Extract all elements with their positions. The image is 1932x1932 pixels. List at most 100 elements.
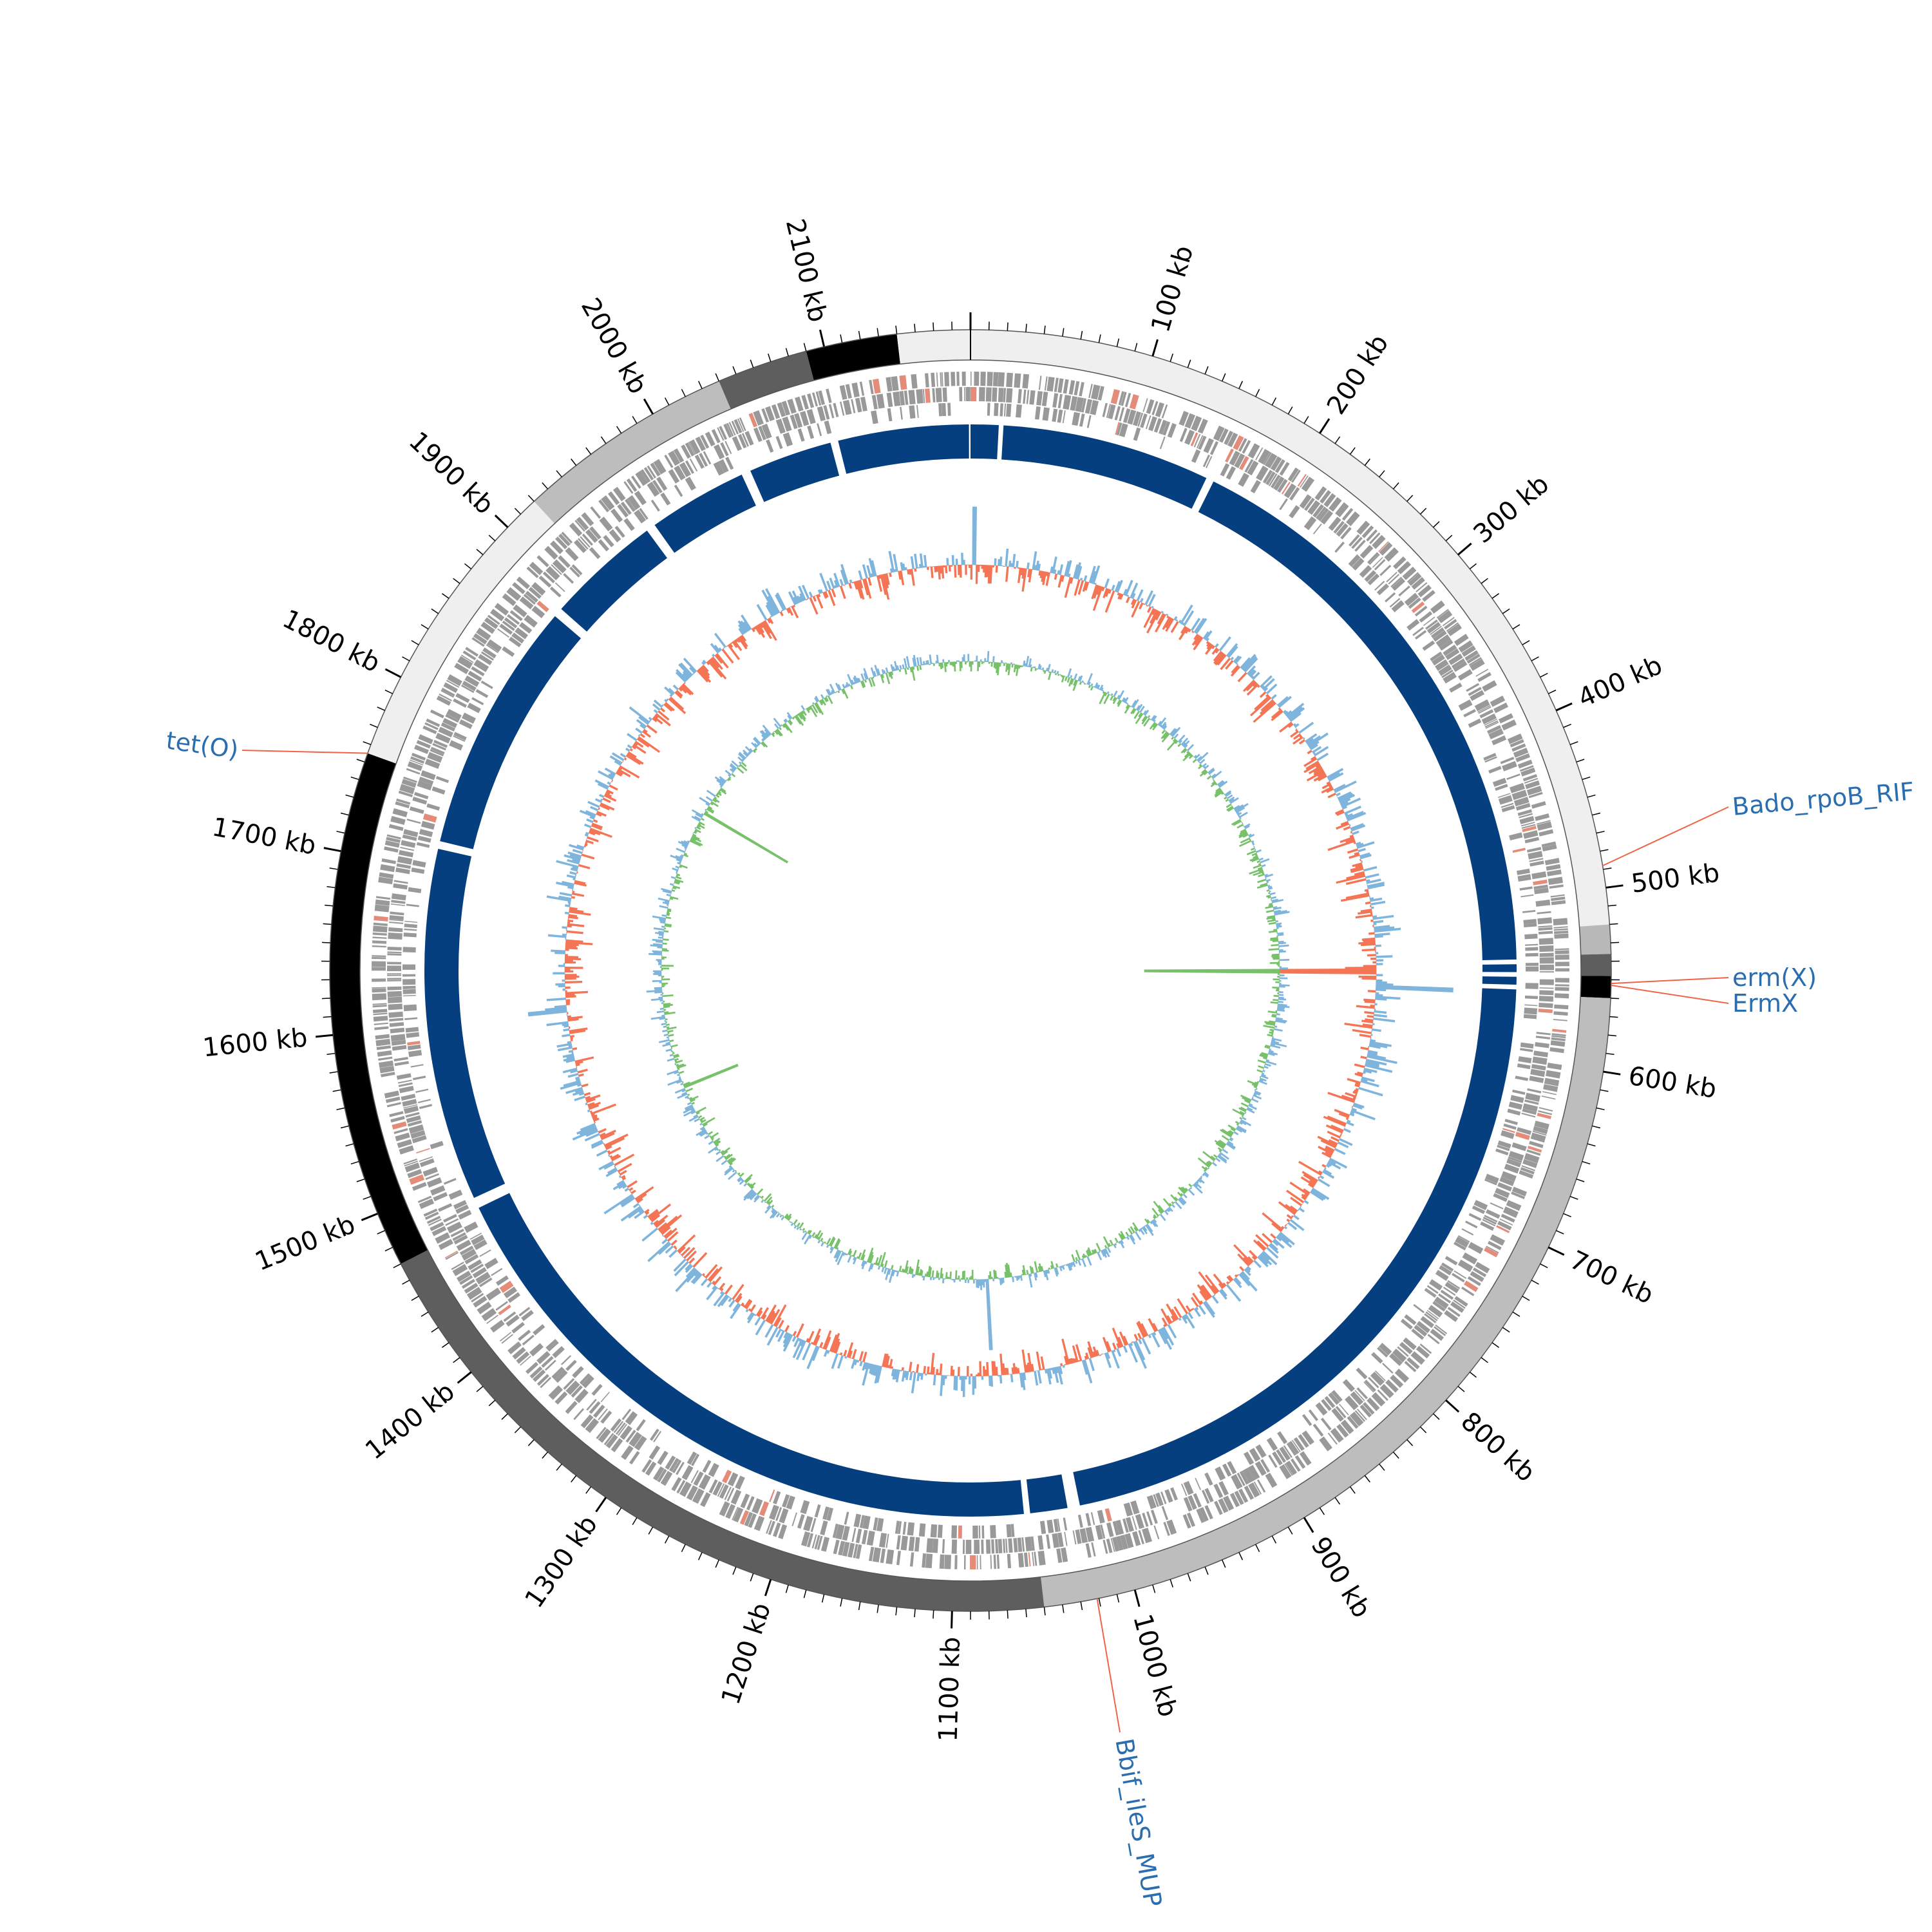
gene-feature (1495, 1188, 1510, 1198)
gene-feature (1495, 1148, 1509, 1156)
minor-tick (1512, 624, 1520, 630)
gene-feature (509, 610, 523, 621)
minor-tick (1134, 343, 1138, 352)
gene-feature (1479, 709, 1494, 719)
tick-label: 1800 kb (278, 604, 384, 679)
gene-feature (1213, 425, 1225, 441)
gene-feature (486, 644, 499, 654)
gene-feature (712, 1481, 723, 1496)
gene-feature (717, 1483, 725, 1497)
gene-feature (725, 457, 734, 470)
gene-feature (607, 491, 620, 506)
gene-feature (1110, 1538, 1115, 1552)
tick-label: 300 kb (1468, 469, 1555, 549)
gene-feature (734, 419, 743, 433)
gene-feature (954, 1555, 958, 1569)
minor-tick (681, 1544, 686, 1553)
gene-feature (404, 1160, 418, 1167)
gene-feature (417, 835, 431, 843)
gene-feature (872, 379, 881, 394)
gene-feature (822, 1506, 830, 1520)
gene-feature (1164, 1489, 1173, 1503)
minor-tick (664, 1535, 670, 1544)
gene-feature (1438, 664, 1452, 676)
gene-feature (1062, 410, 1066, 424)
gene-feature (432, 743, 446, 751)
gene-feature (689, 439, 701, 455)
gene-feature (1398, 585, 1410, 597)
gene-feature (1203, 438, 1214, 453)
minor-tick (697, 1552, 703, 1560)
gene-feature (1434, 1296, 1449, 1309)
gene-feature (679, 462, 692, 478)
gene-feature (719, 1501, 730, 1517)
amr-gene-label: Bbif_ileS_MUP (1110, 1736, 1167, 1909)
gene-feature (817, 1535, 823, 1550)
gene-feature (1123, 1502, 1133, 1517)
minor-tick (1469, 563, 1477, 570)
gene-feature (752, 1498, 763, 1514)
gene-feature (1532, 1056, 1548, 1065)
gene-feature (685, 460, 695, 474)
minor-tick (1582, 776, 1591, 781)
gene-feature (521, 1310, 534, 1321)
gene-feature (468, 670, 482, 682)
major-tick (595, 1497, 607, 1513)
gene-feature (1481, 713, 1497, 724)
gene-feature (700, 1492, 711, 1508)
gene-feature (569, 522, 583, 536)
gene-feature (430, 1185, 446, 1196)
minor-tick (1600, 1089, 1609, 1092)
gene-feature (1508, 1101, 1523, 1110)
gene-feature (1428, 1305, 1443, 1318)
gene-feature (416, 1148, 430, 1154)
gene-feature (985, 387, 992, 402)
gene-feature (403, 1004, 417, 1012)
similarity-block-6 (1026, 1474, 1068, 1513)
gene-feature (1501, 805, 1515, 813)
gene-feature (1242, 440, 1251, 454)
gene-feature (503, 1311, 516, 1322)
tick-label: 400 kb (1574, 650, 1667, 714)
gene-feature (1538, 1009, 1553, 1014)
gene-feature (590, 506, 601, 519)
gene-feature (1530, 860, 1544, 867)
gene-feature (1444, 1310, 1459, 1322)
gene-feature (922, 388, 925, 403)
gene-feature (1490, 696, 1506, 707)
gene-feature (376, 1045, 392, 1050)
gene-feature (1501, 1213, 1515, 1223)
gene-feature (970, 1555, 976, 1569)
gene-feature (1085, 1543, 1092, 1558)
major-tick (1303, 1517, 1314, 1533)
gene-feature (871, 395, 878, 410)
gene-feature (1485, 721, 1499, 729)
minor-tick (1116, 1594, 1120, 1603)
gene-feature (401, 779, 417, 788)
gene-feature (374, 1022, 388, 1025)
gene-feature (1486, 724, 1502, 734)
minor-tick (1607, 1034, 1616, 1037)
gene-feature (387, 990, 402, 998)
minor-tick (527, 1439, 535, 1446)
minor-tick (329, 1071, 338, 1074)
gene-feature (891, 376, 899, 392)
gene-feature (1484, 720, 1499, 728)
gene-feature (1287, 467, 1299, 482)
gene-feature (1054, 377, 1059, 392)
gene-feature (1133, 411, 1141, 426)
gene-feature (1116, 422, 1122, 436)
gene-feature (1501, 1171, 1517, 1182)
gene-feature (1408, 597, 1421, 609)
gene-feature (374, 916, 388, 922)
gene-feature (412, 1182, 427, 1191)
gene-feature (668, 1457, 679, 1472)
gene-feature (387, 953, 402, 956)
gene-feature (1097, 386, 1104, 401)
gene-feature (1537, 917, 1553, 925)
gene-feature (1348, 554, 1361, 567)
minor-tick (1007, 1610, 1009, 1619)
gene-feature (1336, 1423, 1349, 1438)
gene-feature (676, 1480, 686, 1494)
tick-label: 800 kb (1455, 1406, 1540, 1488)
